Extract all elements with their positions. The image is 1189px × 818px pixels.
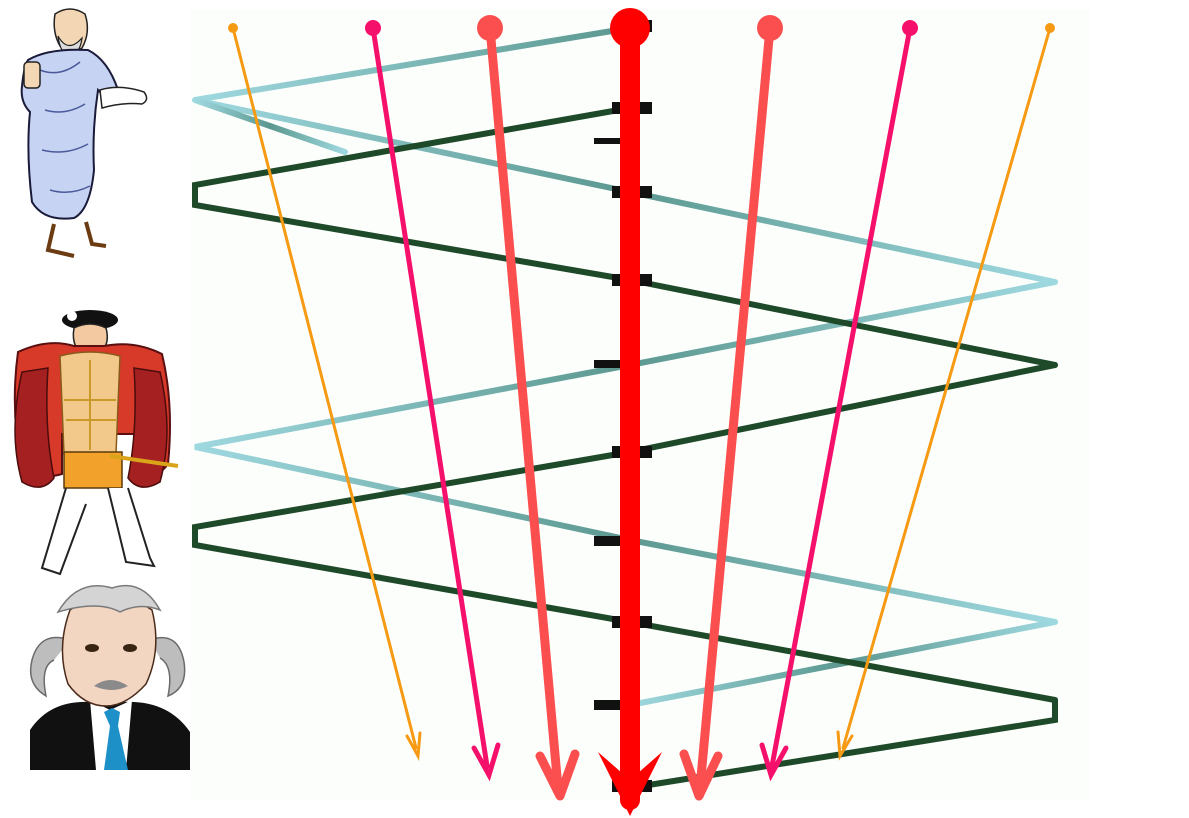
axis-tick — [594, 536, 634, 546]
spiral-front-strand — [192, 362, 1058, 703]
physicist-portrait-icon — [29, 584, 190, 770]
spiral-back-strand — [192, 97, 348, 155]
axis-tick — [594, 360, 634, 368]
arrow-outer-left — [228, 23, 422, 762]
arrow-second-right — [759, 20, 918, 782]
arrows — [228, 8, 1055, 816]
arrow-center — [598, 8, 662, 816]
arrow-second-left — [365, 20, 501, 782]
spiral-front-strand — [192, 105, 1058, 368]
arrow-third-left — [477, 15, 580, 801]
philosopher-figure-icon — [20, 8, 148, 258]
spiral-back-strand — [194, 279, 1058, 625]
arrow-third-right — [679, 15, 783, 801]
axis-tick — [594, 700, 634, 710]
arrow-outer-right — [836, 23, 1055, 761]
axis-tick — [594, 138, 622, 144]
tudor-king-figure-icon — [13, 310, 179, 576]
